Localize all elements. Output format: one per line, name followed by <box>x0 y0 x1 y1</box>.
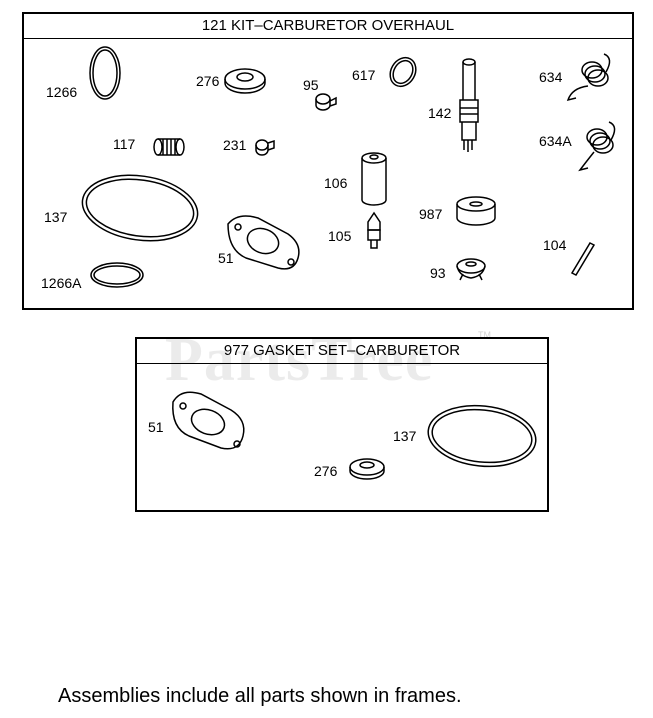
gasket-label-137: 137 <box>393 428 417 444</box>
part-117-bushing[interactable] <box>153 138 185 156</box>
gasket-frame: 977 GASKET SET–CARBURETOR <box>135 337 549 512</box>
label-1266: 1266 <box>46 84 78 100</box>
label-634: 634 <box>539 69 563 85</box>
label-617: 617 <box>352 67 376 83</box>
label-93: 93 <box>430 265 446 281</box>
kit-frame-title: 121 KIT–CARBURETOR OVERHAUL <box>24 14 632 39</box>
part-617-oring[interactable] <box>385 53 421 91</box>
label-117: 117 <box>113 136 136 152</box>
assemblies-note: Assemblies include all parts shown in fr… <box>58 685 462 707</box>
part-634-spring[interactable] <box>566 53 611 102</box>
label-51: 51 <box>218 250 234 266</box>
gasket-51-gasket[interactable] <box>172 391 245 450</box>
gasket-label-276: 276 <box>314 463 338 479</box>
label-105: 105 <box>328 228 352 244</box>
label-231: 231 <box>223 137 247 153</box>
part-231-screw[interactable] <box>255 139 275 156</box>
label-104: 104 <box>543 237 567 253</box>
gasket-frame-title: 977 GASKET SET–CARBURETOR <box>137 339 547 364</box>
label-142: 142 <box>428 105 452 121</box>
part-51-gasket[interactable] <box>227 215 300 270</box>
gasket-label-51: 51 <box>148 419 164 435</box>
part-137-ring[interactable] <box>78 168 202 248</box>
part-106-cylinder[interactable] <box>361 152 387 206</box>
part-987-bushing[interactable] <box>456 196 496 226</box>
part-95-screw[interactable] <box>315 93 337 111</box>
label-95: 95 <box>303 77 319 93</box>
part-1266a-oring[interactable] <box>90 262 144 288</box>
part-142-tube[interactable] <box>459 58 479 152</box>
label-634a: 634A <box>539 133 572 149</box>
part-1266-oring[interactable] <box>89 46 121 100</box>
watermark-trademark: TM <box>478 330 491 340</box>
label-987: 987 <box>419 206 443 222</box>
part-93-fitting[interactable] <box>456 258 486 281</box>
label-1266a: 1266A <box>41 275 82 291</box>
part-634a-spring[interactable] <box>578 121 616 172</box>
gasket-137-ring[interactable] <box>425 401 539 472</box>
label-137: 137 <box>44 209 68 225</box>
label-276: 276 <box>196 73 220 89</box>
kit-frame: 121 KIT–CARBURETOR OVERHAUL <box>22 12 634 310</box>
part-105-needle[interactable] <box>367 211 381 249</box>
label-106: 106 <box>324 175 348 191</box>
gasket-276-washer[interactable] <box>349 458 385 480</box>
part-104-pin[interactable] <box>570 242 596 276</box>
part-276-washer[interactable] <box>224 68 266 94</box>
